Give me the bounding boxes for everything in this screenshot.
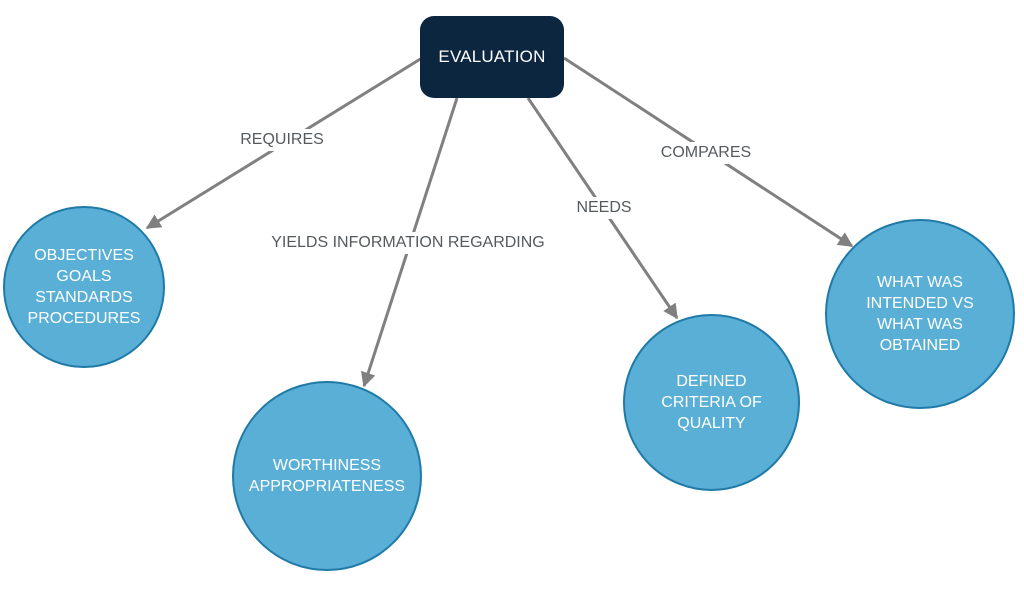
edge-label-requires: REQUIRES: [236, 129, 328, 151]
node-criteria[interactable]: DEFINED CRITERIA OF QUALITY: [623, 314, 800, 491]
node-label: OBJECTIVES GOALS STANDARDS PROCEDURES: [27, 247, 141, 327]
root-node-evaluation[interactable]: EVALUATION: [420, 16, 564, 98]
edge-label-compares: COMPARES: [656, 142, 756, 164]
root-node-label: EVALUATION: [438, 47, 546, 66]
node-label: DEFINED CRITERIA OF QUALITY: [661, 373, 762, 432]
node-objectives[interactable]: OBJECTIVES GOALS STANDARDS PROCEDURES: [3, 206, 165, 368]
edge-label-needs: NEEDS: [572, 197, 636, 219]
edge-label-yields: YIELDS INFORMATION REGARDING: [267, 232, 549, 254]
node-label: WORTHINESS APPROPRIATENESS: [248, 457, 406, 495]
node-label: WHAT WAS INTENDED VS WHAT WAS OBTAINED: [866, 274, 974, 354]
node-intended[interactable]: WHAT WAS INTENDED VS WHAT WAS OBTAINED: [825, 219, 1015, 409]
node-worthiness[interactable]: WORTHINESS APPROPRIATENESS: [232, 381, 422, 571]
